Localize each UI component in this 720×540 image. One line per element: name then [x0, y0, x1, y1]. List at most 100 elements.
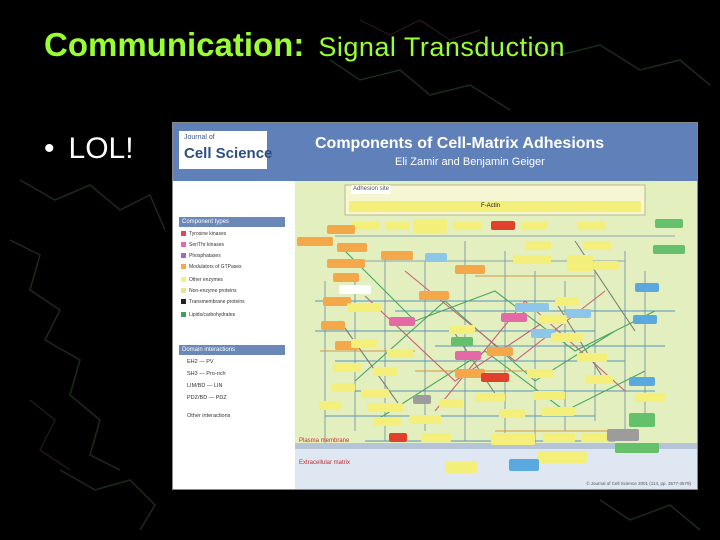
- journal-small-text: Journal of: [184, 134, 215, 141]
- network-node: [389, 433, 407, 442]
- legend-item: Non-enzyme proteins: [181, 288, 289, 294]
- network-node: [409, 415, 441, 424]
- factin-label: F-Actin: [481, 203, 501, 209]
- network-node: [439, 399, 463, 408]
- bullet-dot: •: [44, 132, 55, 165]
- legend-components-heading: Component types: [179, 217, 285, 227]
- network-node: [333, 273, 359, 282]
- network-node: [539, 315, 567, 324]
- network-node: [449, 325, 475, 334]
- poster-title: Components of Cell-Matrix Adhesions: [315, 135, 605, 152]
- network-node: [607, 429, 639, 441]
- network-node: [533, 391, 565, 400]
- network-node: [655, 219, 683, 228]
- network-node: [577, 221, 605, 230]
- network-node: [323, 297, 351, 306]
- network-node: [541, 407, 575, 416]
- network-node: [633, 315, 657, 324]
- network-node: [509, 459, 539, 471]
- network-node: [593, 261, 619, 270]
- legend-item: Lipids/carbohydrates: [181, 312, 289, 318]
- network-node: [381, 251, 413, 260]
- network-node: [653, 245, 685, 254]
- domain-row: LIM/BD — LIN: [187, 383, 223, 389]
- network-node: [521, 221, 547, 230]
- network-node: [321, 321, 345, 330]
- network-node: [351, 221, 379, 230]
- network-node: [335, 341, 359, 350]
- bullet-text: LOL!: [68, 132, 134, 165]
- network-node: [351, 339, 377, 348]
- legend-item: Phosphatases: [181, 253, 289, 259]
- network-node: [615, 443, 659, 453]
- network-node: [333, 363, 361, 372]
- journal-name: Cell Science: [184, 145, 273, 162]
- poster-copyright: © Journal of Cell Science 2001 (114, pp.…: [586, 481, 691, 486]
- network-node: [515, 303, 549, 312]
- network-node: [635, 393, 665, 402]
- network-node: [499, 409, 525, 418]
- network-node: [297, 237, 333, 246]
- network-node: [531, 329, 555, 338]
- network-node: [537, 451, 587, 463]
- network-node: [389, 317, 415, 326]
- legend-item: Tyrosine kinases: [181, 231, 289, 237]
- network-node: [585, 375, 613, 384]
- network-node: [327, 225, 355, 234]
- legend-item: Transmembrane proteins: [181, 299, 289, 305]
- legend-swatch: [181, 288, 186, 294]
- network-node: [491, 433, 535, 445]
- network-node: [567, 255, 593, 271]
- title-subtitle: Signal Transduction: [318, 32, 565, 62]
- network-node: [425, 253, 447, 262]
- network-node: [629, 377, 655, 386]
- network-node: [339, 285, 371, 294]
- network-node: [501, 313, 527, 322]
- adhesion-site-label: Adhesion site: [351, 185, 392, 194]
- poster-legend: Component types Tyrosine kinases Ser/Thr…: [173, 181, 293, 489]
- legend-swatch: [181, 231, 186, 237]
- legend-item: Ser/Thr kinases: [181, 242, 289, 248]
- network-node: [337, 243, 367, 252]
- network-node: [565, 309, 591, 318]
- legend-swatch: [181, 253, 186, 259]
- signaling-network: Adhesion site F-Actin: [295, 181, 697, 489]
- factin-bar: [349, 201, 641, 212]
- network-node: [319, 401, 341, 410]
- domain-row: SH3 — Pro-rich: [187, 371, 226, 377]
- network-node: [629, 413, 655, 427]
- domain-row: PDZ/BD — PDZ: [187, 395, 227, 401]
- poster-authors: Eli Zamir and Benjamin Geiger: [395, 156, 545, 168]
- legend-swatch: [181, 264, 186, 270]
- network-node: [455, 369, 485, 378]
- legend-item: Other enzymes: [181, 277, 289, 283]
- poster-header: Journal of Cell Science Components of Ce…: [173, 123, 697, 181]
- legend-swatch: [181, 242, 186, 248]
- network-node: [445, 461, 477, 473]
- network-node: [583, 241, 611, 250]
- network-node: [373, 417, 401, 426]
- network-node: [543, 433, 575, 442]
- legend-swatch: [181, 277, 186, 283]
- slide-title: Communication: Signal Transduction: [44, 26, 565, 64]
- network-node: [387, 349, 413, 358]
- network-node: [367, 403, 403, 412]
- network-node: [421, 433, 451, 442]
- network-node: [373, 367, 397, 376]
- network-node: [385, 221, 409, 230]
- network-node: [475, 393, 505, 402]
- title-main: Communication:: [44, 26, 305, 63]
- network-node: [413, 395, 431, 404]
- network-node: [487, 347, 513, 356]
- network-node: [451, 337, 473, 346]
- network-node: [581, 433, 609, 442]
- domain-row-other: Other interactions: [187, 413, 231, 419]
- bullet-item: • LOL!: [44, 132, 134, 166]
- legend-domains-heading: Domain interactions: [179, 345, 285, 355]
- extracellular-label: Extracellular matrix: [299, 460, 351, 466]
- plasma-membrane-band: [295, 443, 697, 449]
- network-node: [555, 297, 579, 306]
- network-node: [551, 333, 583, 342]
- legend-swatch: [181, 299, 186, 305]
